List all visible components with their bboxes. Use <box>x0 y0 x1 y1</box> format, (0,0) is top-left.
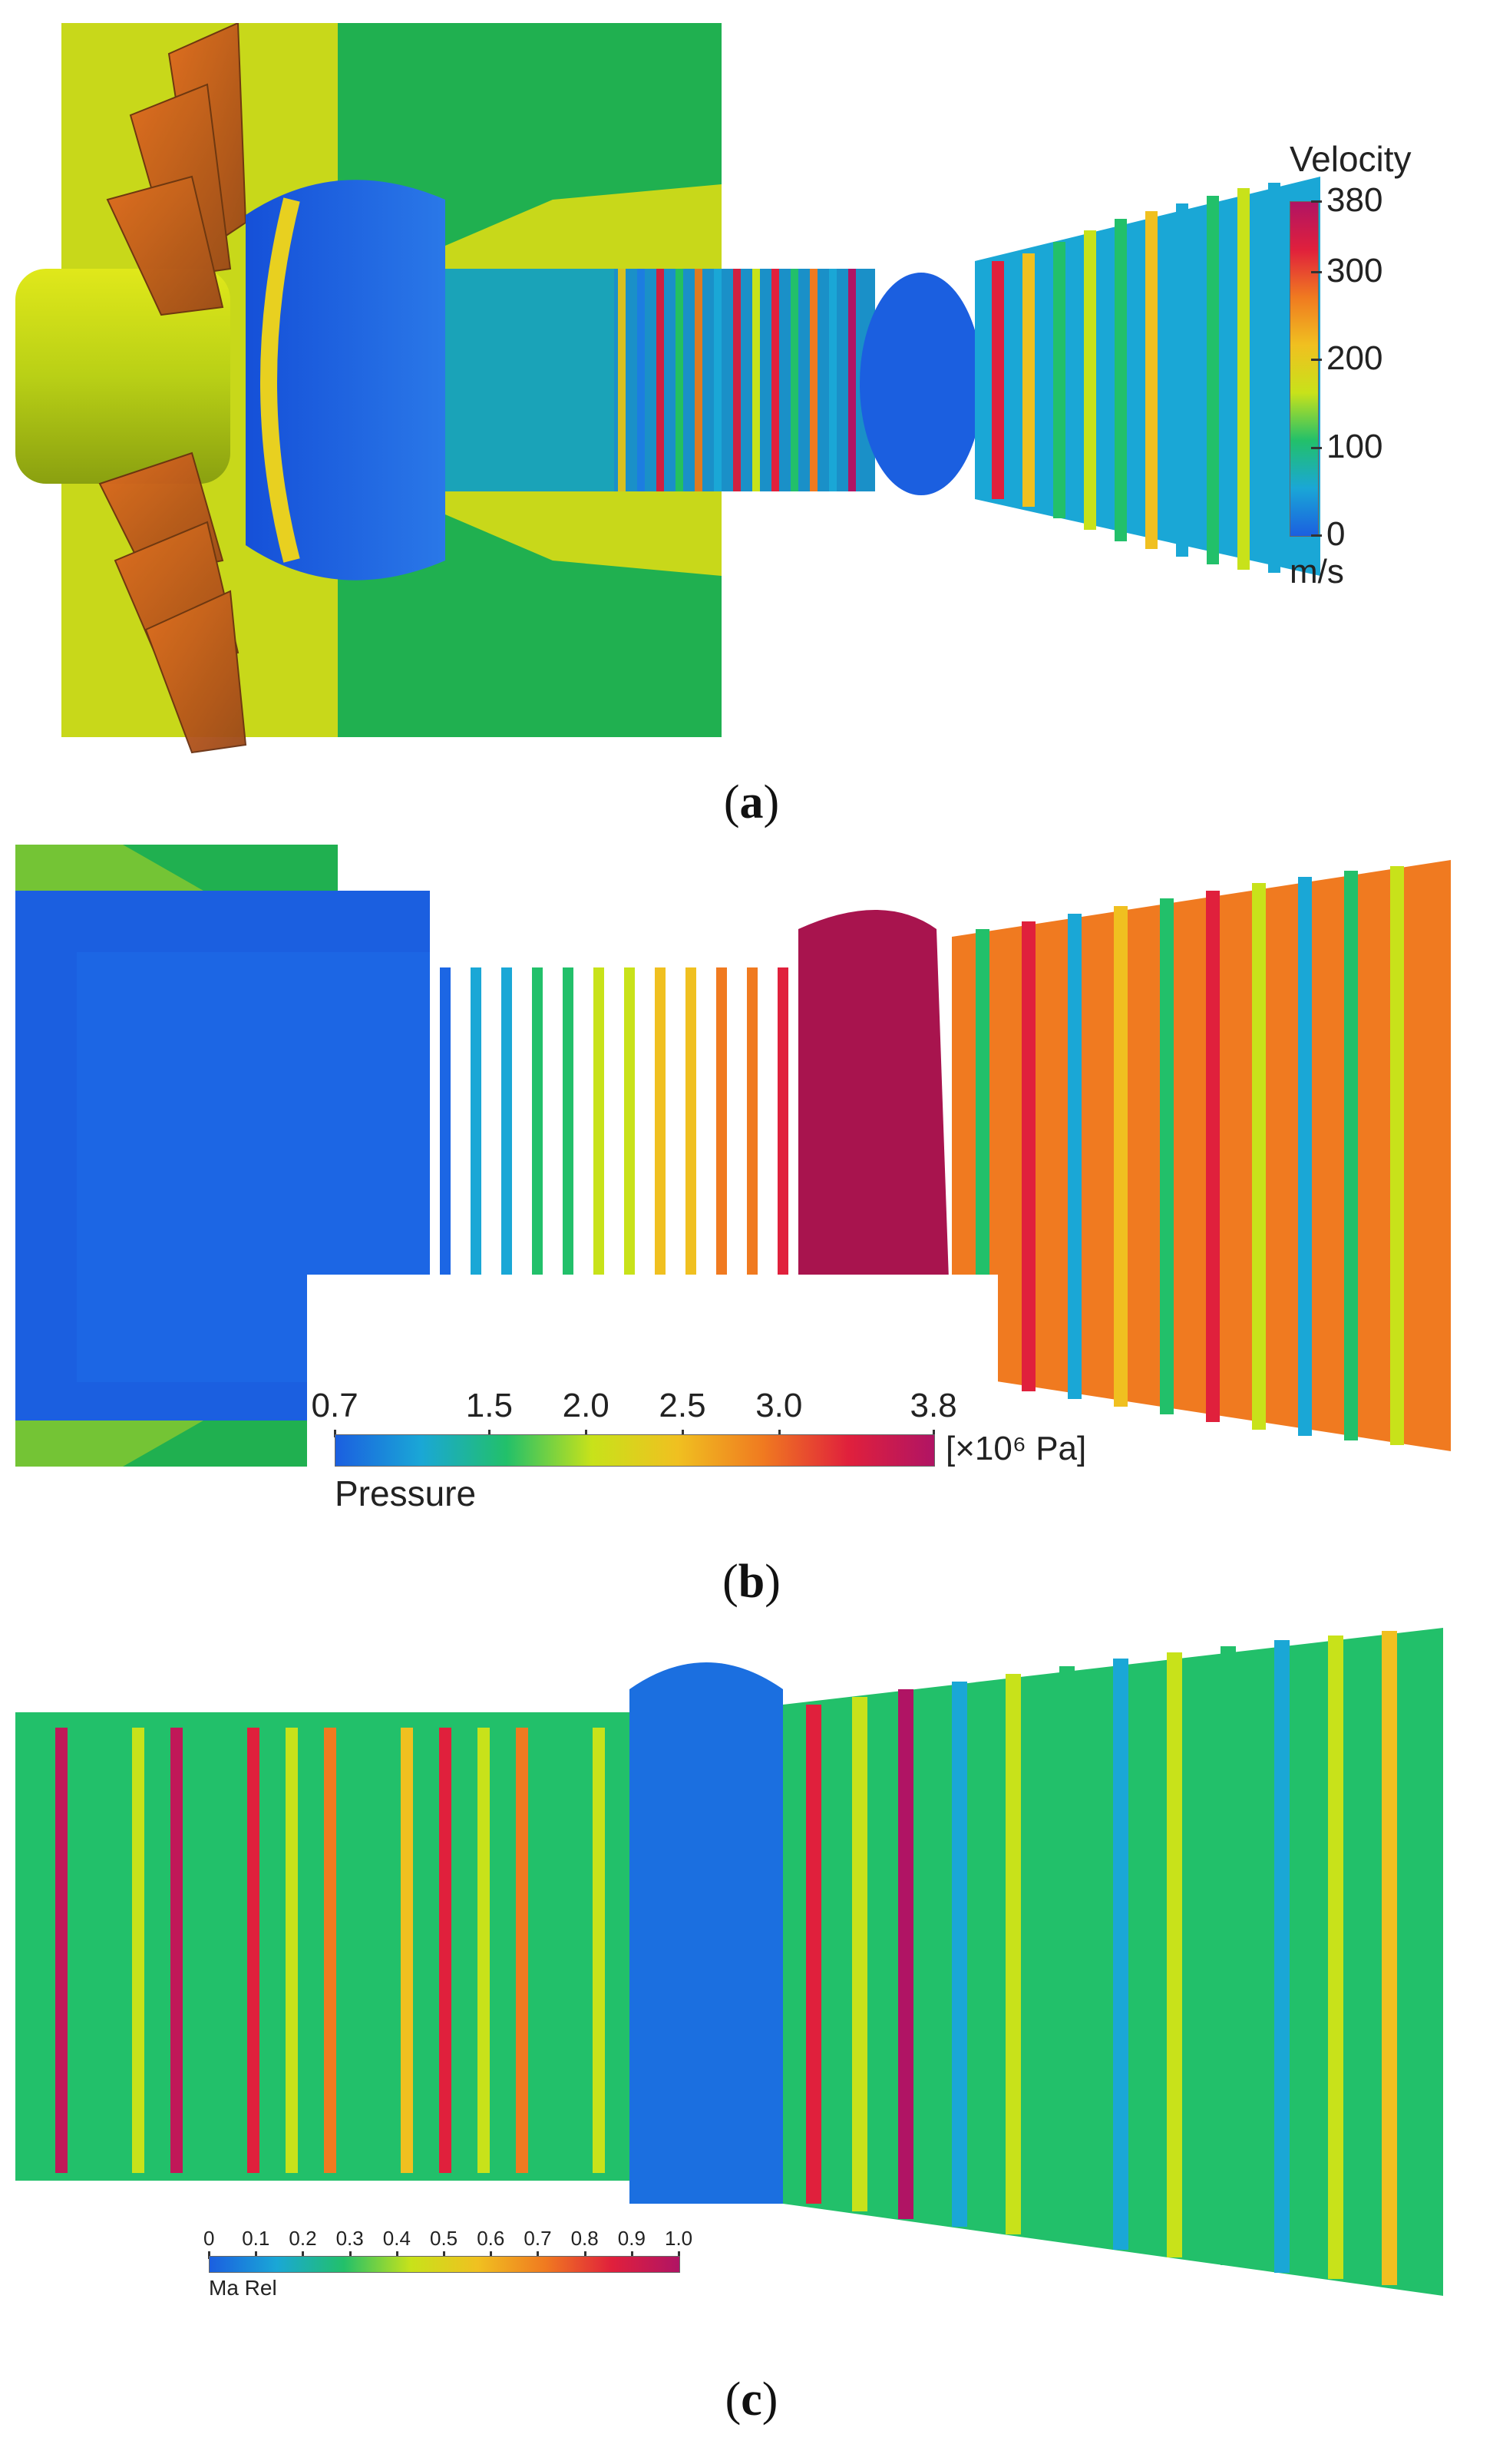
pressure-legend-tick-label: 3.8 <box>910 1387 957 1424</box>
mach-legend-tick-mark <box>630 2251 633 2259</box>
pressure-legend-tick-label: 3.0 <box>755 1387 803 1424</box>
mach-legend-tick-mark <box>537 2251 540 2259</box>
mach-legend-tick-label: 0.5 <box>430 2227 458 2250</box>
pressure-legend-unit: [×10⁶ Pa] <box>946 1430 1087 1467</box>
mach-legend-tick-mark <box>348 2251 352 2259</box>
mach-legend-tick-mark <box>255 2251 258 2259</box>
mach-legend-tick-mark <box>302 2251 305 2259</box>
mach-legend-tick-label: 0.2 <box>289 2227 317 2250</box>
mach-legend-tick-mark <box>443 2251 445 2259</box>
velocity-legend-tick-mark <box>1311 534 1322 537</box>
velocity-engine-image <box>15 23 1320 754</box>
pressure-legend-tick-mark <box>933 1430 935 1437</box>
mach-colorbar <box>209 2256 680 2273</box>
velocity-legend-unit: m/s <box>1290 553 1344 590</box>
velocity-legend-tick-label: 100 <box>1326 427 1383 465</box>
pressure-legend-tick-label: 0.7 <box>311 1387 358 1424</box>
velocity-legend-tick-label: 380 <box>1326 181 1383 219</box>
velocity-colorbar <box>1290 201 1319 537</box>
pressure-legend-tick-mark <box>488 1430 491 1437</box>
mach-legend-tick-label: 0.9 <box>617 2227 646 2250</box>
velocity-legend-tick-label: 200 <box>1326 339 1383 378</box>
mach-legend-tick-mark <box>490 2251 493 2259</box>
velocity-legend-tick-label: 300 <box>1326 251 1383 289</box>
velocity-legend-tick-mark <box>1311 200 1322 203</box>
panel-a-velocity-render <box>15 23 1474 760</box>
mach-legend-tick-mark <box>208 2251 210 2259</box>
velocity-legend-tick-mark <box>1311 270 1322 273</box>
pressure-legend-tick-label: 1.5 <box>465 1387 513 1424</box>
mach-legend-tick-label: 0.3 <box>335 2227 364 2250</box>
pressure-engine-image <box>15 845 1451 1467</box>
pressure-legend-tick-mark <box>334 1430 336 1437</box>
mach-legend-tick-label: 0.8 <box>570 2227 599 2250</box>
mach-legend-tick-label: 0 <box>203 2227 215 2250</box>
caption-a: (a) <box>723 776 780 828</box>
mach-legend-tick-mark <box>395 2251 398 2259</box>
mach-legend-tick-mark <box>678 2251 680 2259</box>
velocity-legend-tick-mark <box>1311 359 1322 362</box>
caption-b: (b) <box>722 1556 781 1608</box>
mach-legend-tick-label: 0.1 <box>242 2227 270 2250</box>
mach-legend-tick-label: 0.6 <box>477 2227 505 2250</box>
velocity-legend-tick-mark <box>1311 446 1322 449</box>
pressure-legend-tick-label: 2.5 <box>659 1387 706 1424</box>
pressure-colorbar <box>335 1434 935 1467</box>
pressure-legend-title: Pressure <box>335 1473 477 1513</box>
pressure-legend-tick-mark <box>778 1430 781 1437</box>
mach-engine-image <box>15 1628 1443 2296</box>
mach-legend-tick-label: 0.7 <box>524 2227 552 2250</box>
mach-legend-tick-mark <box>583 2251 586 2259</box>
velocity-legend-tick-label: 0 <box>1326 515 1346 553</box>
panel-b-pressure-render <box>15 845 1458 1467</box>
pressure-legend-tick-label: 2.0 <box>562 1387 609 1424</box>
caption-c: (c) <box>725 2373 778 2426</box>
pressure-legend-tick-mark <box>585 1430 588 1437</box>
mach-legend-tick-label: 0.4 <box>382 2227 411 2250</box>
pressure-legend-tick-mark <box>681 1430 684 1437</box>
panel-c-mach-render <box>15 1620 1458 2296</box>
velocity-legend-title: Velocity <box>1290 139 1412 179</box>
mach-legend-title: Ma Rel <box>209 2276 277 2300</box>
mach-legend-tick-label: 1.0 <box>665 2227 693 2250</box>
